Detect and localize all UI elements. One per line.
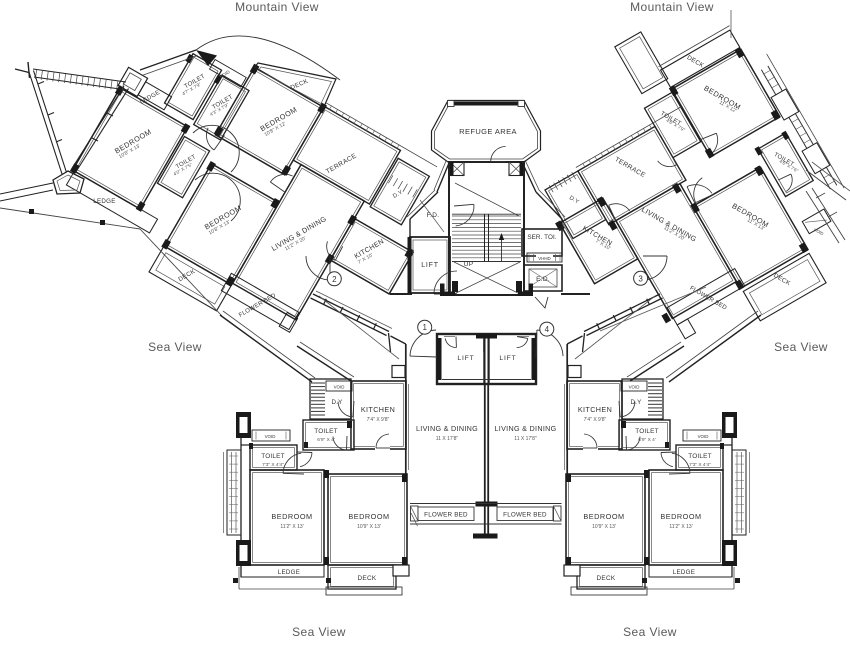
svg-text:7'4" X 9'8": 7'4" X 9'8" xyxy=(584,417,607,423)
svg-text:LEDGE: LEDGE xyxy=(673,569,695,576)
svg-text:VOID: VOID xyxy=(698,434,709,439)
svg-text:TOILET: TOILET xyxy=(261,453,284,460)
svg-text:7'3" X 4'4": 7'3" X 4'4" xyxy=(262,462,284,468)
svg-text:TOILET: TOILET xyxy=(688,453,711,460)
svg-text:6'9" X 4': 6'9" X 4' xyxy=(638,437,655,443)
svg-text:1: 1 xyxy=(422,323,427,332)
svg-text:Sea View: Sea View xyxy=(292,625,346,639)
svg-text:Sea View: Sea View xyxy=(774,340,828,354)
svg-text:LIVING & DINING: LIVING & DINING xyxy=(494,424,556,433)
svg-text:4: 4 xyxy=(545,325,550,334)
svg-text:11 X 17'8": 11 X 17'8" xyxy=(436,436,459,442)
svg-text:VOID: VOID xyxy=(334,385,345,390)
svg-text:E.D.: E.D. xyxy=(536,276,550,283)
svg-text:Mountain View: Mountain View xyxy=(630,0,714,14)
svg-text:BEDROOM: BEDROOM xyxy=(348,512,389,521)
svg-text:DECK: DECK xyxy=(358,575,377,582)
svg-text:TOILET: TOILET xyxy=(635,428,658,435)
svg-text:SER. TOI.: SER. TOI. xyxy=(527,234,557,241)
svg-text:BEDROOM: BEDROOM xyxy=(271,512,312,521)
svg-text:LEDGE: LEDGE xyxy=(278,569,300,576)
svg-text:BEDROOM: BEDROOM xyxy=(660,512,701,521)
svg-text:F.D.: F.D. xyxy=(427,212,440,219)
svg-text:Mountain View: Mountain View xyxy=(235,0,319,14)
svg-text:10'9" X 13': 10'9" X 13' xyxy=(357,524,381,530)
svg-text:LIFT: LIFT xyxy=(457,355,474,362)
svg-text:D.Y: D.Y xyxy=(631,399,642,406)
svg-text:FLOWER BED: FLOWER BED xyxy=(424,512,468,519)
svg-text:LEDGE: LEDGE xyxy=(93,198,115,205)
svg-text:REFUGE AREA: REFUGE AREA xyxy=(459,127,517,136)
svg-text:VOID: VOID xyxy=(265,434,276,439)
svg-text:KITCHEN: KITCHEN xyxy=(578,405,612,414)
svg-text:LIFT: LIFT xyxy=(499,355,516,362)
svg-text:7'3" X 4'4": 7'3" X 4'4" xyxy=(689,462,711,468)
svg-text:FLOWER BED: FLOWER BED xyxy=(503,512,547,519)
svg-text:LIFT: LIFT xyxy=(421,262,439,269)
svg-text:KITCHEN: KITCHEN xyxy=(361,405,395,414)
svg-text:UP: UP xyxy=(464,261,474,268)
svg-text:6'9" X 4': 6'9" X 4' xyxy=(317,437,334,443)
svg-text:VHHD: VHHD xyxy=(538,256,550,261)
svg-text:7'4" X 9'8": 7'4" X 9'8" xyxy=(367,417,390,423)
svg-text:10'9" X 13': 10'9" X 13' xyxy=(592,524,616,530)
svg-text:VOID: VOID xyxy=(629,385,640,390)
svg-text:BEDROOM: BEDROOM xyxy=(583,512,624,521)
svg-text:Sea View: Sea View xyxy=(623,625,677,639)
svg-text:D.Y: D.Y xyxy=(332,399,343,406)
svg-text:11'2" X 13': 11'2" X 13' xyxy=(280,524,303,530)
svg-text:2: 2 xyxy=(332,275,337,284)
svg-text:11 X 17'8": 11 X 17'8" xyxy=(514,436,537,442)
svg-text:TOILET: TOILET xyxy=(314,428,337,435)
svg-text:3: 3 xyxy=(638,274,643,283)
svg-text:Sea View: Sea View xyxy=(148,340,202,354)
svg-text:LIVING & DINING: LIVING & DINING xyxy=(416,424,478,433)
svg-text:11'2" X 13': 11'2" X 13' xyxy=(669,524,692,530)
svg-text:DECK: DECK xyxy=(597,575,616,582)
